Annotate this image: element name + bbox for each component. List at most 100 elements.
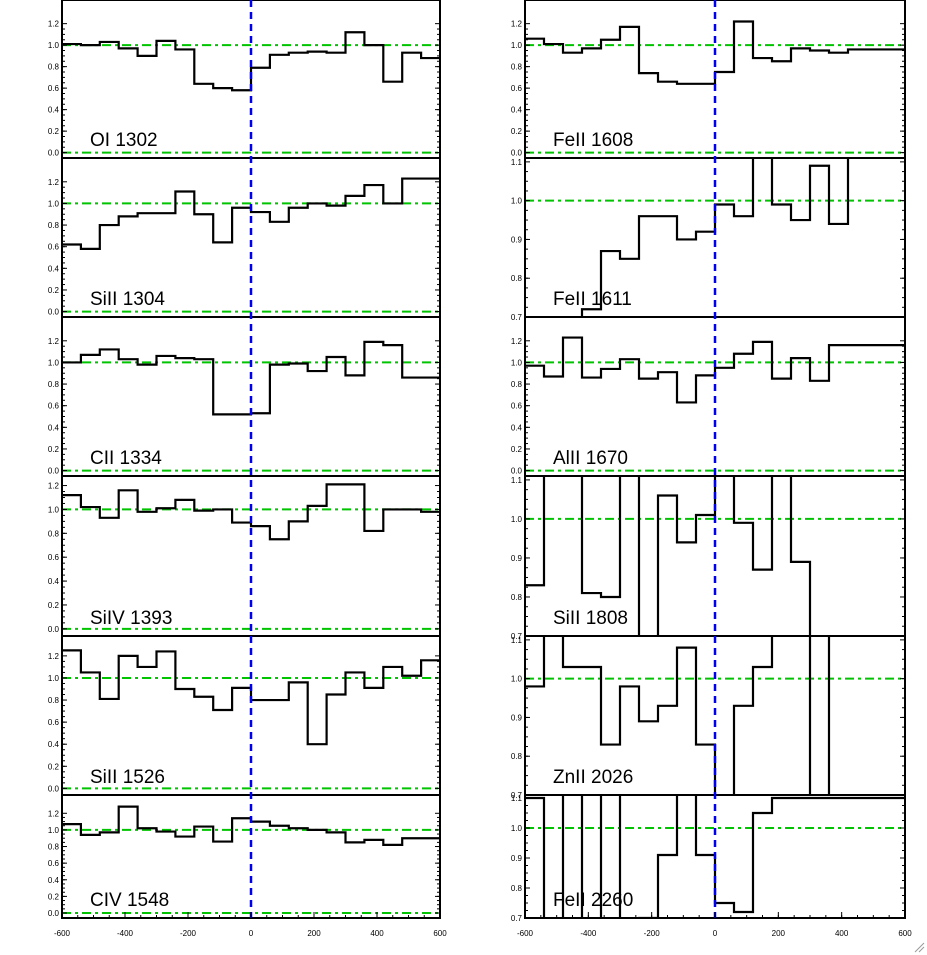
y-tick-label: 0.4: [48, 264, 60, 273]
ion-label: OI 1302: [90, 130, 158, 151]
ion-label: CIV 1548: [90, 890, 169, 911]
y-tick-label: 0.6: [511, 402, 523, 411]
x-tick-label: 0: [249, 929, 254, 938]
y-tick-label: 1.2: [511, 20, 523, 29]
flux-spectrum: [62, 177, 440, 250]
y-tick-label: 1.2: [48, 337, 60, 346]
y-tick-label: 0.4: [48, 876, 60, 885]
y-tick-label: 0.6: [48, 553, 60, 562]
y-tick-label: 0.0: [511, 149, 523, 158]
x-tick-label: -600: [54, 929, 71, 938]
x-tick-label: -600: [517, 929, 534, 938]
y-tick-label: 0.8: [511, 884, 523, 893]
ion-label: SiII 1808: [553, 608, 628, 629]
ion-label: FeII 1608: [553, 130, 633, 151]
y-tick-label: 1.0: [48, 826, 60, 835]
y-tick-label: 1.0: [511, 41, 523, 50]
ion-label: ZnII 2026: [553, 767, 633, 788]
y-tick-label: 0.0: [48, 149, 60, 158]
y-tick-label: 1.2: [48, 178, 60, 187]
column-1: 0.0 0.2 0.4 0.6 0.8 1.0 1.2 OI 1302 0.0 0.2 0.4 0.6…: [48, 0, 447, 938]
y-tick-label: 0.0: [48, 909, 60, 918]
y-tick-label: 0.2: [48, 286, 60, 295]
x-tick-label: -200: [180, 929, 197, 938]
y-tick-label: 0.9: [511, 554, 523, 563]
y-tick-label: 0.6: [511, 84, 523, 93]
flux-spectrum: [62, 483, 440, 541]
y-tick-label: 0.8: [511, 593, 523, 602]
panel-oi-1302: 0.00.20.40.60.81.01.2OI 1302: [48, 0, 441, 159]
flux-spectrum: [525, 476, 812, 636]
y-tick-label: 0.7: [511, 791, 523, 800]
y-tick-label: 1.2: [48, 20, 60, 29]
y-tick-label: 0.6: [48, 402, 60, 411]
y-tick-label: 0.2: [48, 601, 60, 610]
y-tick-label: 0.4: [48, 423, 60, 432]
y-tick-label: 0.0: [48, 467, 60, 476]
y-tick-label: 1.0: [511, 675, 523, 684]
flux-spectrum: [525, 795, 905, 918]
x-tick-label: 200: [307, 929, 321, 938]
y-tick-label: 0.9: [511, 235, 523, 244]
y-tick-label: 0.0: [511, 467, 523, 476]
y-tick-label: 1.2: [48, 809, 60, 818]
y-tick-label: 0.7: [511, 313, 523, 322]
y-tick-label: 1.2: [511, 337, 523, 346]
y-tick-label: 1.0: [511, 358, 523, 367]
y-tick-label: 1.0: [48, 41, 60, 50]
y-tick-label: 0.8: [48, 221, 60, 230]
y-tick-label: 1.0: [511, 824, 523, 833]
y-tick-label: 1.2: [48, 652, 60, 661]
x-tick-label: 200: [772, 929, 786, 938]
y-tick-label: 0.2: [48, 762, 60, 771]
x-tick-label: -400: [580, 929, 597, 938]
y-tick-label: 0.4: [48, 740, 60, 749]
x-tick-label: -200: [644, 929, 661, 938]
y-tick-label: 0.6: [48, 84, 60, 93]
y-tick-label: 1.0: [48, 358, 60, 367]
y-tick-label: 0.0: [48, 625, 60, 634]
y-tick-label: 1.0: [48, 199, 60, 208]
y-tick-label: 0.8: [48, 63, 60, 72]
y-tick-label: 0.4: [48, 577, 60, 586]
ion-label: SiIV 1393: [90, 608, 172, 629]
y-tick-label: 1.1: [511, 476, 523, 485]
y-tick-label: 1.0: [511, 197, 523, 206]
y-tick-label: 0.8: [511, 63, 523, 72]
y-tick-label: 0.8: [511, 380, 523, 389]
y-tick-label: 1.1: [511, 158, 523, 167]
y-tick-label: 0.9: [511, 713, 523, 722]
flux-spectrum: [525, 20, 905, 85]
y-tick-label: 0.8: [48, 843, 60, 852]
y-tick-label: 0.7: [511, 914, 523, 923]
x-tick-label: 400: [835, 929, 849, 938]
y-tick-label: 0.2: [48, 127, 60, 136]
ion-label: CII 1334: [90, 448, 162, 469]
y-tick-label: 0.2: [511, 445, 523, 454]
y-tick-label: 0.8: [511, 274, 523, 283]
y-tick-label: 0.0: [48, 784, 60, 793]
ion-label: SiII 1304: [90, 289, 165, 310]
x-tick-label: -400: [117, 929, 134, 938]
y-tick-label: 1.2: [48, 482, 60, 491]
resize-grip-icon[interactable]: [913, 941, 925, 953]
y-tick-label: 0.2: [48, 445, 60, 454]
ion-label: SiII 1526: [90, 767, 165, 788]
y-tick-label: 0.2: [511, 127, 523, 136]
y-tick-label: 0.0: [48, 308, 60, 317]
y-tick-label: 0.6: [48, 859, 60, 868]
flux-spectrum: [62, 805, 440, 846]
y-tick-label: 0.8: [48, 696, 60, 705]
x-tick-label: 600: [433, 929, 447, 938]
